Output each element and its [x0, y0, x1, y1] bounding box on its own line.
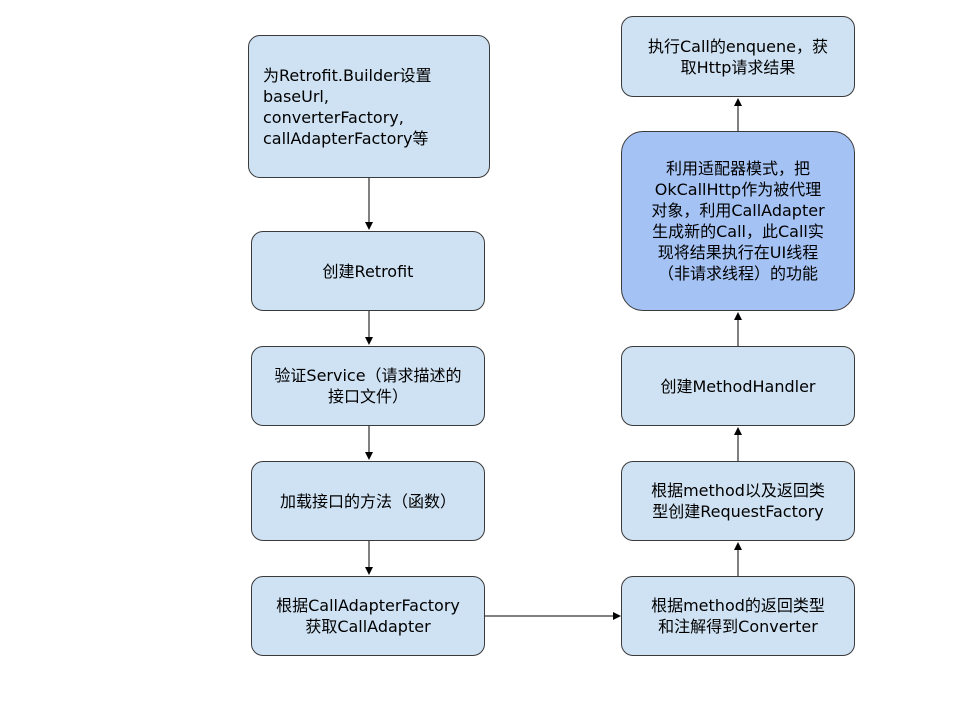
node-label: 创建MethodHandler	[660, 376, 816, 396]
node-get-call-adapter: 根据CallAdapterFactory 获取CallAdapter	[251, 576, 485, 656]
node-label: 利用适配器模式，把 OkCallHttp作为被代理 对象，利用CallAdapt…	[651, 159, 825, 283]
node-validate-service: 验证Service（请求描述的 接口文件）	[251, 346, 485, 426]
node-create-request-factory: 根据method以及返回类 型创建RequestFactory	[621, 461, 855, 541]
node-load-methods: 加载接口的方法（函数）	[251, 461, 485, 541]
node-label: 根据method以及返回类 型创建RequestFactory	[651, 481, 825, 521]
node-create-retrofit: 创建Retrofit	[251, 231, 485, 311]
node-enqueue: 执行Call的enquene，获 取Http请求结果	[621, 16, 855, 97]
node-label: 根据method的返回类型 和注解得到Converter	[651, 596, 825, 636]
node-create-method-handler: 创建MethodHandler	[621, 346, 855, 426]
node-label: 为Retrofit.Builder设置 baseUrl, converterFa…	[263, 65, 432, 148]
node-label: 根据CallAdapterFactory 获取CallAdapter	[276, 596, 460, 636]
node-set-builder: 为Retrofit.Builder设置 baseUrl, converterFa…	[248, 35, 490, 178]
node-get-converter: 根据method的返回类型 和注解得到Converter	[621, 576, 855, 656]
node-label: 验证Service（请求描述的 接口文件）	[274, 366, 462, 406]
node-label: 创建Retrofit	[322, 261, 414, 281]
node-label: 加载接口的方法（函数）	[279, 491, 456, 511]
node-label: 执行Call的enquene，获 取Http请求结果	[648, 36, 828, 77]
node-adapter-pattern: 利用适配器模式，把 OkCallHttp作为被代理 对象，利用CallAdapt…	[621, 131, 855, 311]
